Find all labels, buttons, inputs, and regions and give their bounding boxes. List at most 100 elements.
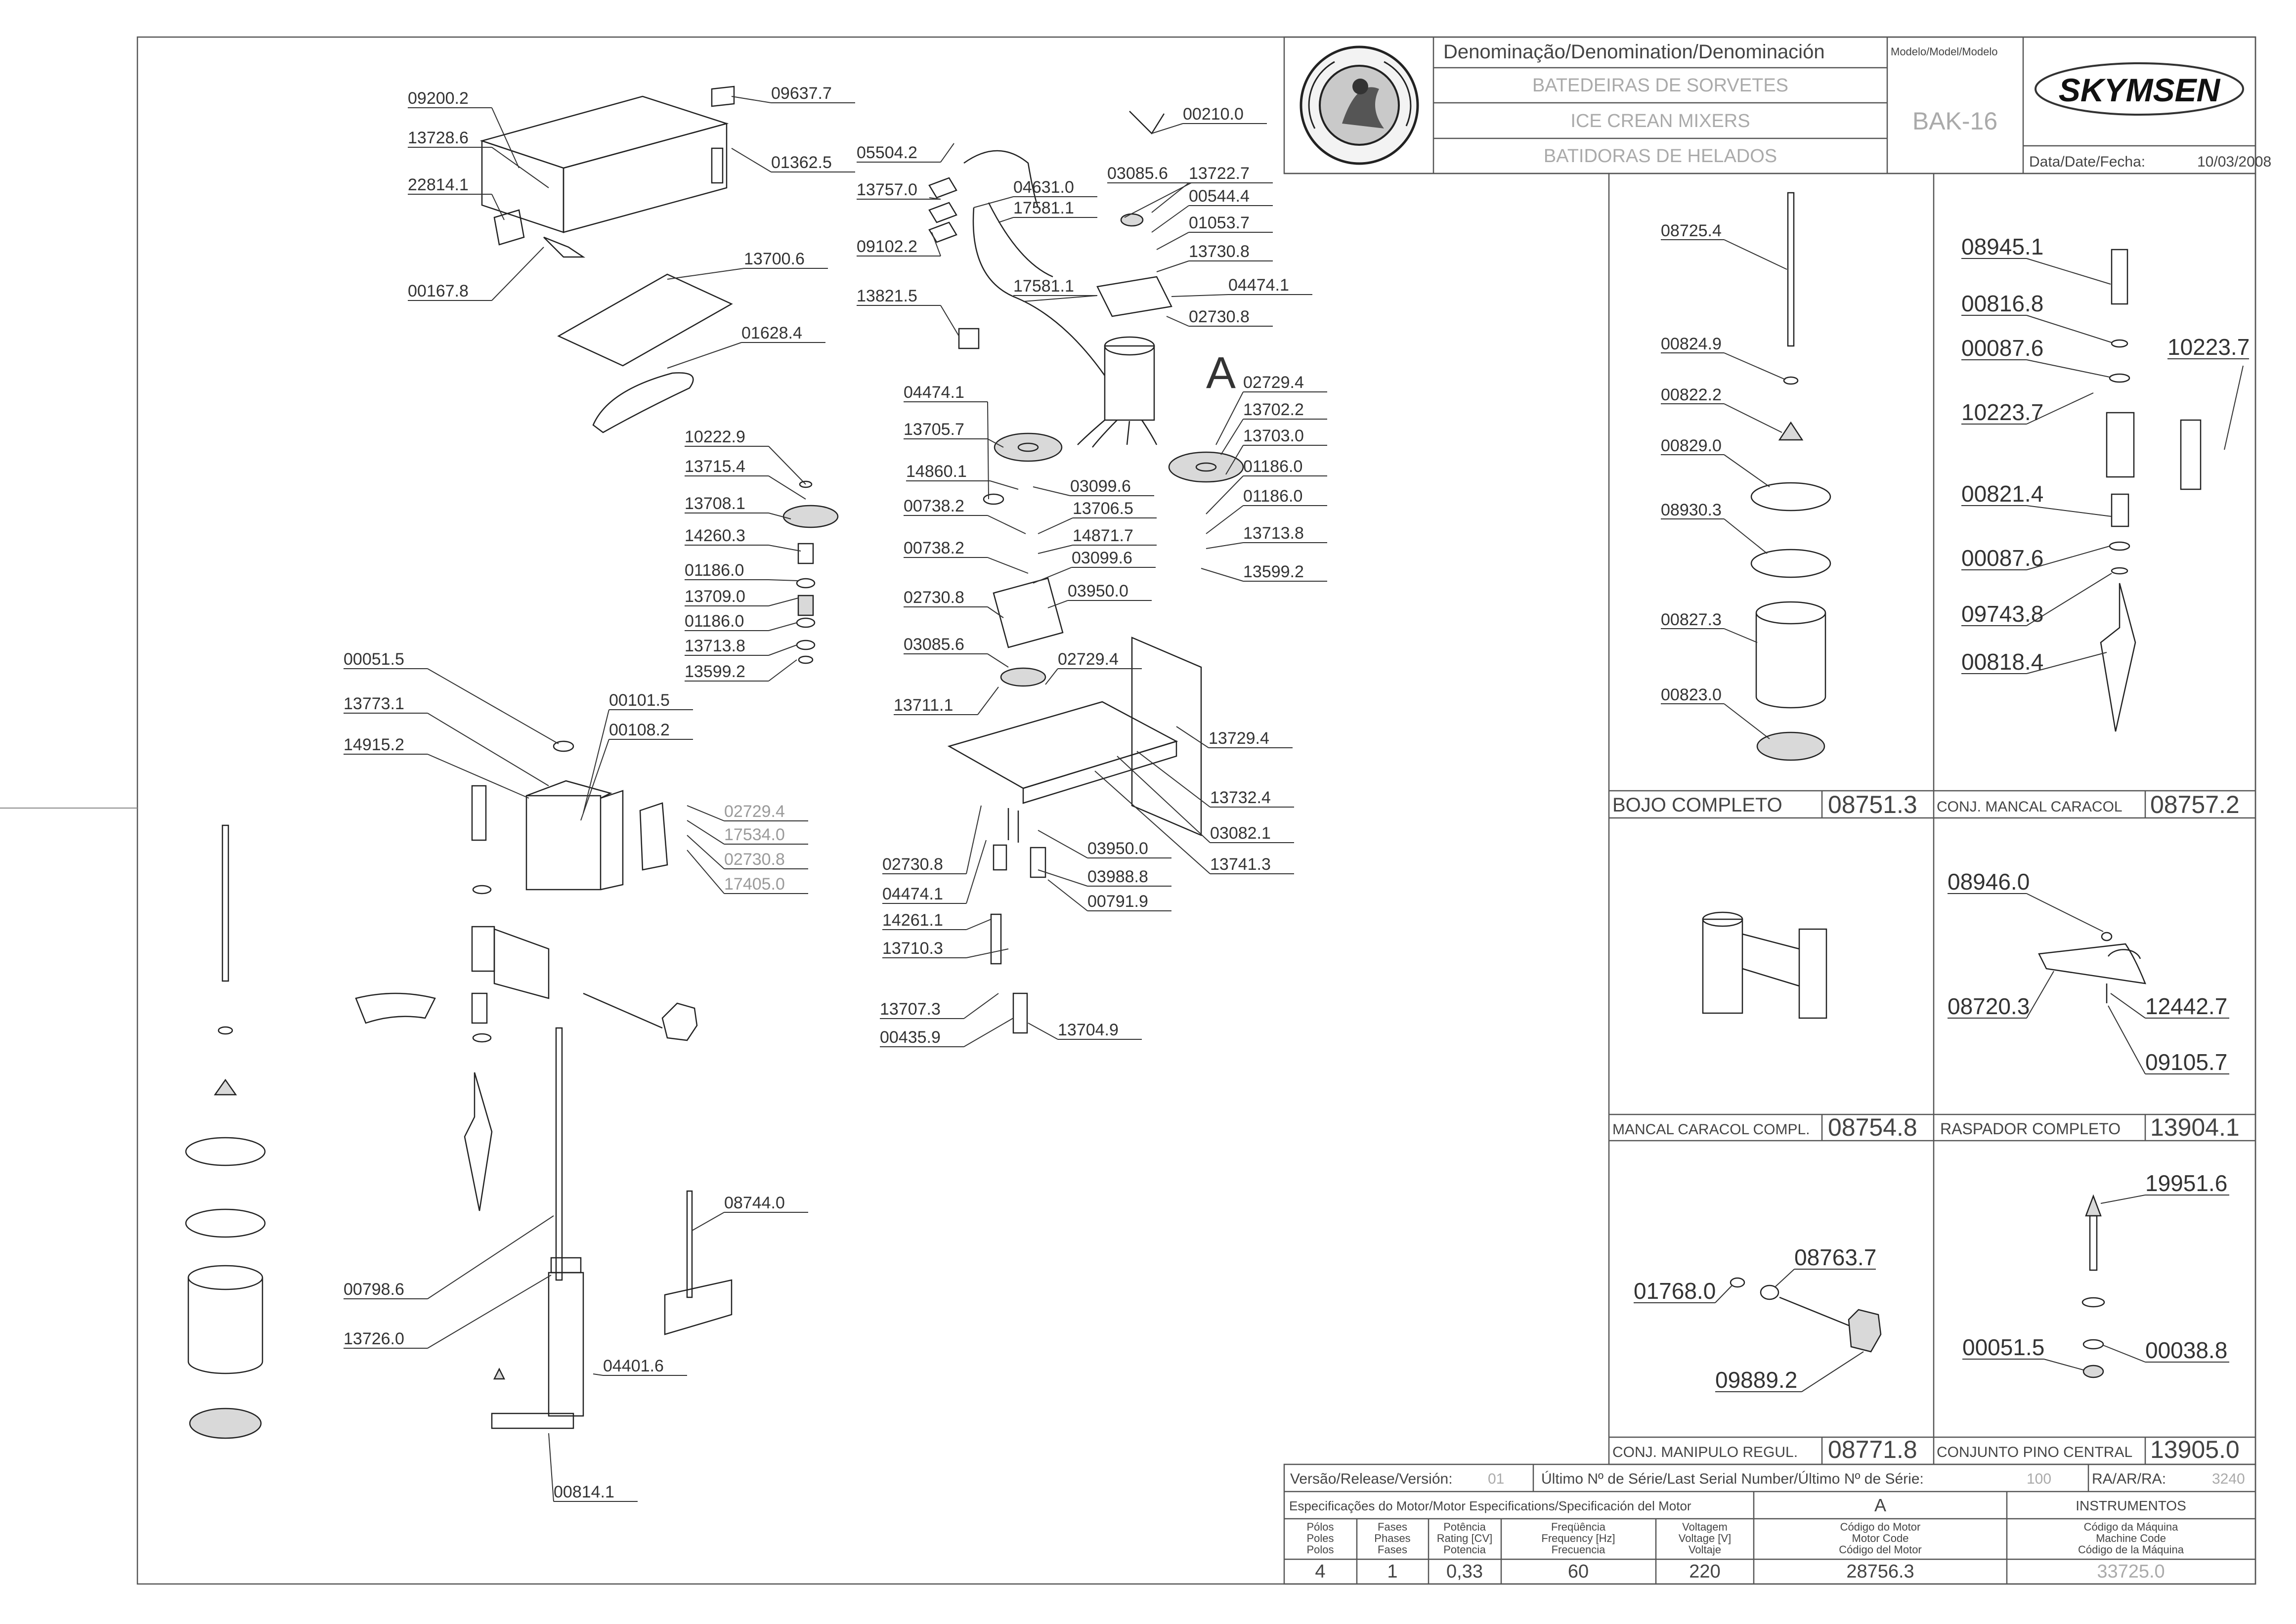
part-label: 02730.8: [904, 588, 964, 607]
leader-line: [1225, 445, 1244, 475]
panel-manipulo-labels: 08763.7 01768.0 09889.2: [1634, 1244, 1876, 1393]
part-label: 08720.3: [1948, 993, 2030, 1019]
leader-line: [427, 713, 549, 786]
leader-line: [1151, 123, 1183, 134]
leader-line: [1023, 295, 1098, 302]
leader-line: [1156, 260, 1189, 272]
date-label: Data/Date/Fecha:: [2029, 154, 2145, 170]
part-label: 13706.5: [1073, 499, 1133, 518]
part-label: 13707.3: [880, 1000, 941, 1019]
leader-line: [1038, 830, 1088, 858]
part-label: 02729.4: [1243, 373, 1304, 392]
part-label: 19951.6: [2145, 1170, 2227, 1196]
leader-line: [1206, 505, 1244, 534]
motor-col-heads: Pólos Poles Polos Fases Phases Fases Pot…: [1306, 1521, 2184, 1556]
part-label: 01628.4: [741, 324, 802, 342]
svg-text:Voltage [V]: Voltage [V]: [1679, 1532, 1731, 1544]
rating-value: 0,33: [1446, 1561, 1483, 1582]
part-label: 08725.4: [1661, 221, 1722, 240]
part-label: 04474.1: [904, 383, 964, 402]
voltage-value: 220: [1689, 1561, 1720, 1582]
panel-title-pino: CONJUNTO PINO CENTRAL: [1937, 1444, 2132, 1460]
part-label: 00051.5: [344, 650, 404, 669]
part-label: 04474.1: [882, 885, 943, 903]
leader-line: [966, 840, 987, 904]
part-label: 12442.7: [2145, 993, 2227, 1019]
leader-line: [768, 644, 797, 656]
svg-text:Polos: Polos: [1306, 1543, 1334, 1556]
part-label: 08946.0: [1948, 869, 2030, 895]
phases-value: 1: [1387, 1561, 1397, 1582]
part-label: 17405.0: [724, 875, 785, 894]
panel-title-bojo: BOJO COMPLETO: [1612, 794, 1782, 816]
part-label: 13713.8: [685, 637, 745, 655]
svg-text:Código do Motor: Código do Motor: [1840, 1521, 1921, 1533]
leader-line: [1124, 182, 1192, 218]
model-code: BAK-16: [1912, 107, 1997, 135]
part-label: 10222.9: [685, 427, 745, 446]
part-label: 13711.1: [894, 696, 953, 715]
authorized-assistance-seal: [1300, 45, 1419, 165]
model-label: Modelo/Model/Modelo: [1891, 45, 1997, 58]
part-label: 22814.1: [408, 175, 469, 194]
part-label: 01768.0: [1634, 1278, 1716, 1304]
machine-code-value: 33725.0: [2097, 1561, 2165, 1582]
leader-line: [768, 622, 797, 631]
leader-line: [427, 1275, 552, 1349]
leader-line: [1220, 419, 1244, 455]
part-label: 13709.0: [685, 587, 745, 606]
part-label: 01186.0: [685, 612, 744, 631]
leader-line: [1094, 770, 1211, 874]
panel-title-mancal: CONJ. MANCAL CARACOL: [1937, 799, 2123, 815]
leader-line: [731, 96, 772, 103]
panel-code-mancal: 08757.2: [2150, 791, 2240, 818]
leader-line: [1136, 751, 1211, 808]
leader-line: [1156, 232, 1189, 250]
leader-line: [973, 196, 1014, 208]
leader-line: [768, 446, 806, 485]
serial-label: Último Nº de Série/Last Serial Number/Úl…: [1541, 1471, 1924, 1487]
leader-line: [593, 1373, 604, 1376]
exploded-view-parts: A: [185, 85, 1244, 1439]
svg-text:Fases: Fases: [1378, 1521, 1407, 1533]
serial-value: 100: [2027, 1471, 2051, 1487]
leader-line: [998, 217, 1014, 223]
leader-line: [768, 598, 799, 606]
motor-ref-letter: A: [1206, 348, 1236, 398]
panel-pino-labels: 19951.6 00051.5 00038.8: [1962, 1170, 2229, 1370]
panel-mancal-labels: 08945.1 00816.8 00087.6 10223.7 10223.7 …: [1961, 234, 2250, 675]
part-label: 00167.8: [408, 282, 469, 300]
panel-raspador-labels: 08946.0 08720.3 12442.7 09105.7: [1948, 869, 2229, 1075]
part-label: 17534.0: [724, 825, 785, 844]
part-label: 13708.1: [685, 494, 745, 513]
leader-line: [667, 268, 744, 280]
svg-text:Frecuencia: Frecuencia: [1552, 1543, 1606, 1556]
leader-line: [1151, 205, 1189, 233]
leader-line: [427, 668, 559, 744]
leader-line: [1215, 391, 1244, 445]
part-label: 10223.7: [2167, 334, 2250, 360]
part-label: 13700.6: [744, 250, 805, 268]
leader-line: [1206, 475, 1244, 514]
part-label: 13821.5: [857, 287, 917, 305]
panel-title-raspador: RASPADOR COMPLETO: [1940, 1120, 2121, 1138]
mancal-caracol-drawing: [2100, 249, 2202, 732]
svg-text:Voltaje: Voltaje: [1689, 1543, 1721, 1556]
leader-line: [1033, 567, 1072, 584]
instruments-label: INSTRUMENTOS: [2076, 1498, 2186, 1513]
part-label: 13728.6: [408, 128, 469, 147]
part-label: 13757.0: [857, 180, 917, 199]
part-label: 00087.6: [1961, 545, 2043, 571]
leader-line: [940, 143, 954, 163]
part-label: 00738.2: [904, 539, 964, 557]
panel-bojo-labels: 08725.4 00824.9 00822.2 00829.0 08930.3 …: [1661, 221, 1787, 739]
motor-code-value: 28756.3: [1846, 1561, 1914, 1582]
leader-line: [1201, 568, 1244, 582]
name-pt: BATEDEIRAS DE SORVETES: [1532, 75, 1788, 96]
leader-line: [768, 579, 799, 581]
part-label: 17581.1: [1013, 199, 1074, 217]
part-label: 09637.7: [771, 84, 832, 103]
panel-title-manipulo: CONJ. MANIPULO REGUL.: [1612, 1444, 1798, 1460]
part-label: 13741.3: [1210, 855, 1271, 874]
leader-line: [768, 513, 791, 519]
